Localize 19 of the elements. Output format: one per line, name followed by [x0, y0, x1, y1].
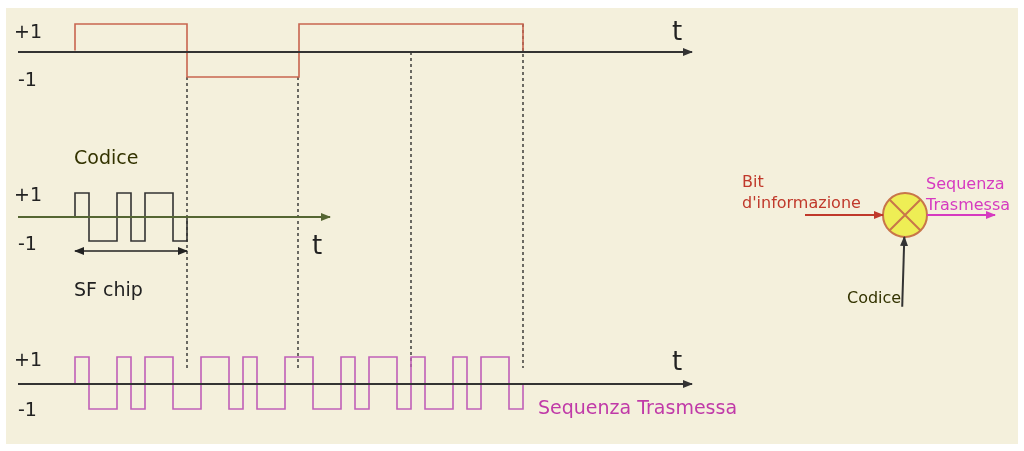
axis-label: t — [672, 348, 683, 374]
dimension-label: SF chip — [74, 280, 143, 299]
level-label: +1 — [14, 185, 42, 204]
signal-label: Codice — [847, 288, 902, 309]
axis-label: t — [312, 232, 323, 258]
signal-label: Sequenza Trasmessa — [538, 398, 738, 417]
arrow — [900, 236, 909, 308]
arrow — [926, 211, 996, 219]
level-label: -1 — [18, 70, 37, 89]
level-label: -1 — [18, 234, 37, 253]
signal-label: Sequenza Trasmessa — [926, 174, 1012, 216]
axis-label: t — [672, 18, 683, 44]
level-label: -1 — [18, 400, 37, 419]
signal-label: Bit d'informazione — [742, 172, 862, 214]
multiplier-symbol — [882, 192, 928, 238]
level-label: +1 — [14, 22, 42, 41]
arrow — [804, 211, 884, 219]
level-label: +1 — [14, 350, 42, 369]
signal-label: Codice — [74, 148, 139, 167]
